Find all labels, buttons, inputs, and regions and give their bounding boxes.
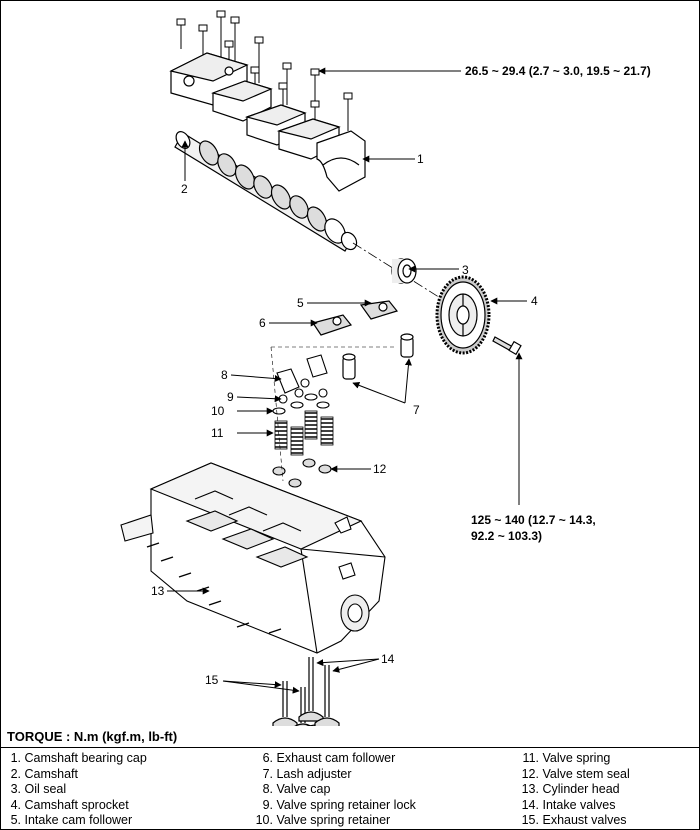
legend-item: 14. Intake valves (521, 797, 616, 812)
cylinder-head-drawing (120, 462, 386, 654)
camshaft-drawing (174, 131, 358, 252)
legend-divider (1, 747, 699, 748)
parts-legend: 1. Camshaft bearing cap 2. Camshaft 3. O… (1, 751, 699, 829)
legend-column-2: 6. Exhaust cam follower 7. Lash adjuster… (251, 751, 416, 829)
valves-drawing (272, 657, 340, 726)
diagram-label-4: 4 (531, 294, 538, 308)
diagram-label-11: 11 (211, 426, 224, 440)
legend-item: 2. Camshaft (10, 766, 78, 781)
legend-item: 11. Valve spring (522, 751, 611, 765)
diagram-label-3: 3 (462, 263, 469, 277)
legend-item: 10. Valve spring retainer (255, 813, 391, 827)
valve-springs-drawing (274, 410, 334, 456)
legend-item: 9. Valve spring retainer lock (262, 797, 416, 812)
diagram-label-2: 2 (181, 182, 188, 196)
oil-seal-drawing (391, 258, 417, 284)
legend-item: 5. Intake cam follower (10, 813, 133, 827)
alignment-dashes (270, 346, 395, 482)
valve-caps-drawing (272, 354, 330, 415)
exploded-view-drawing (120, 10, 527, 726)
legend-item: 12. Valve stem seal (521, 766, 630, 781)
legend-item: 7. Lash adjuster (262, 766, 352, 781)
legend-item: 4. Camshaft sprocket (10, 797, 129, 812)
legend-column-1: 1. Camshaft bearing cap 2. Camshaft 3. O… (7, 751, 147, 829)
diagram-label-14: 14 (381, 652, 395, 666)
diagram-label-12: 12 (373, 462, 387, 476)
diagram-label-15: 15 (205, 673, 219, 687)
legend-item: 13. Cylinder head (521, 782, 620, 796)
torque-units-title: TORQUE : N.m (kgf.m, lb-ft) (7, 729, 178, 744)
sprocket-bolt-drawing (492, 336, 522, 356)
diagram-label-10: 10 (211, 404, 225, 418)
legend-column-3: 11. Valve spring 12. Valve stem seal 13.… (517, 751, 630, 829)
legend-item: 6. Exhaust cam follower (262, 751, 396, 765)
camshaft-bearing-caps (169, 52, 366, 192)
diagram-label-8: 8 (221, 368, 228, 382)
torque-callout-bearing-cap-bolt: 26.5 ~ 29.4 (2.7 ~ 3.0, 19.5 ~ 21.7) (465, 64, 651, 78)
diagram-label-9: 9 (227, 390, 234, 404)
cam-followers-drawing (312, 300, 399, 336)
torque-callout-sprocket-bolt-line1: 125 ~ 140 (12.7 ~ 14.3, (471, 513, 596, 527)
legend-item: 15. Exhaust valves (521, 813, 627, 827)
legend-item: 8. Valve cap (262, 782, 331, 796)
diagram-label-5: 5 (297, 296, 304, 310)
camshaft-sprocket-drawing (435, 275, 491, 355)
torque-callout-sprocket-bolt-line2: 92.2 ~ 103.3) (471, 529, 543, 543)
legend-item: 3. Oil seal (10, 782, 67, 796)
lash-adjusters-drawing (342, 333, 414, 380)
valve-stem-seals-drawing (272, 458, 332, 488)
legend-item: 1. Camshaft bearing cap (10, 751, 147, 765)
diagram-label-13: 13 (151, 584, 165, 598)
diagram-label-1: 1 (417, 152, 424, 166)
diagram-label-6: 6 (259, 316, 266, 330)
diagram-label-7: 7 (413, 403, 420, 417)
leader-lines (167, 67, 527, 694)
